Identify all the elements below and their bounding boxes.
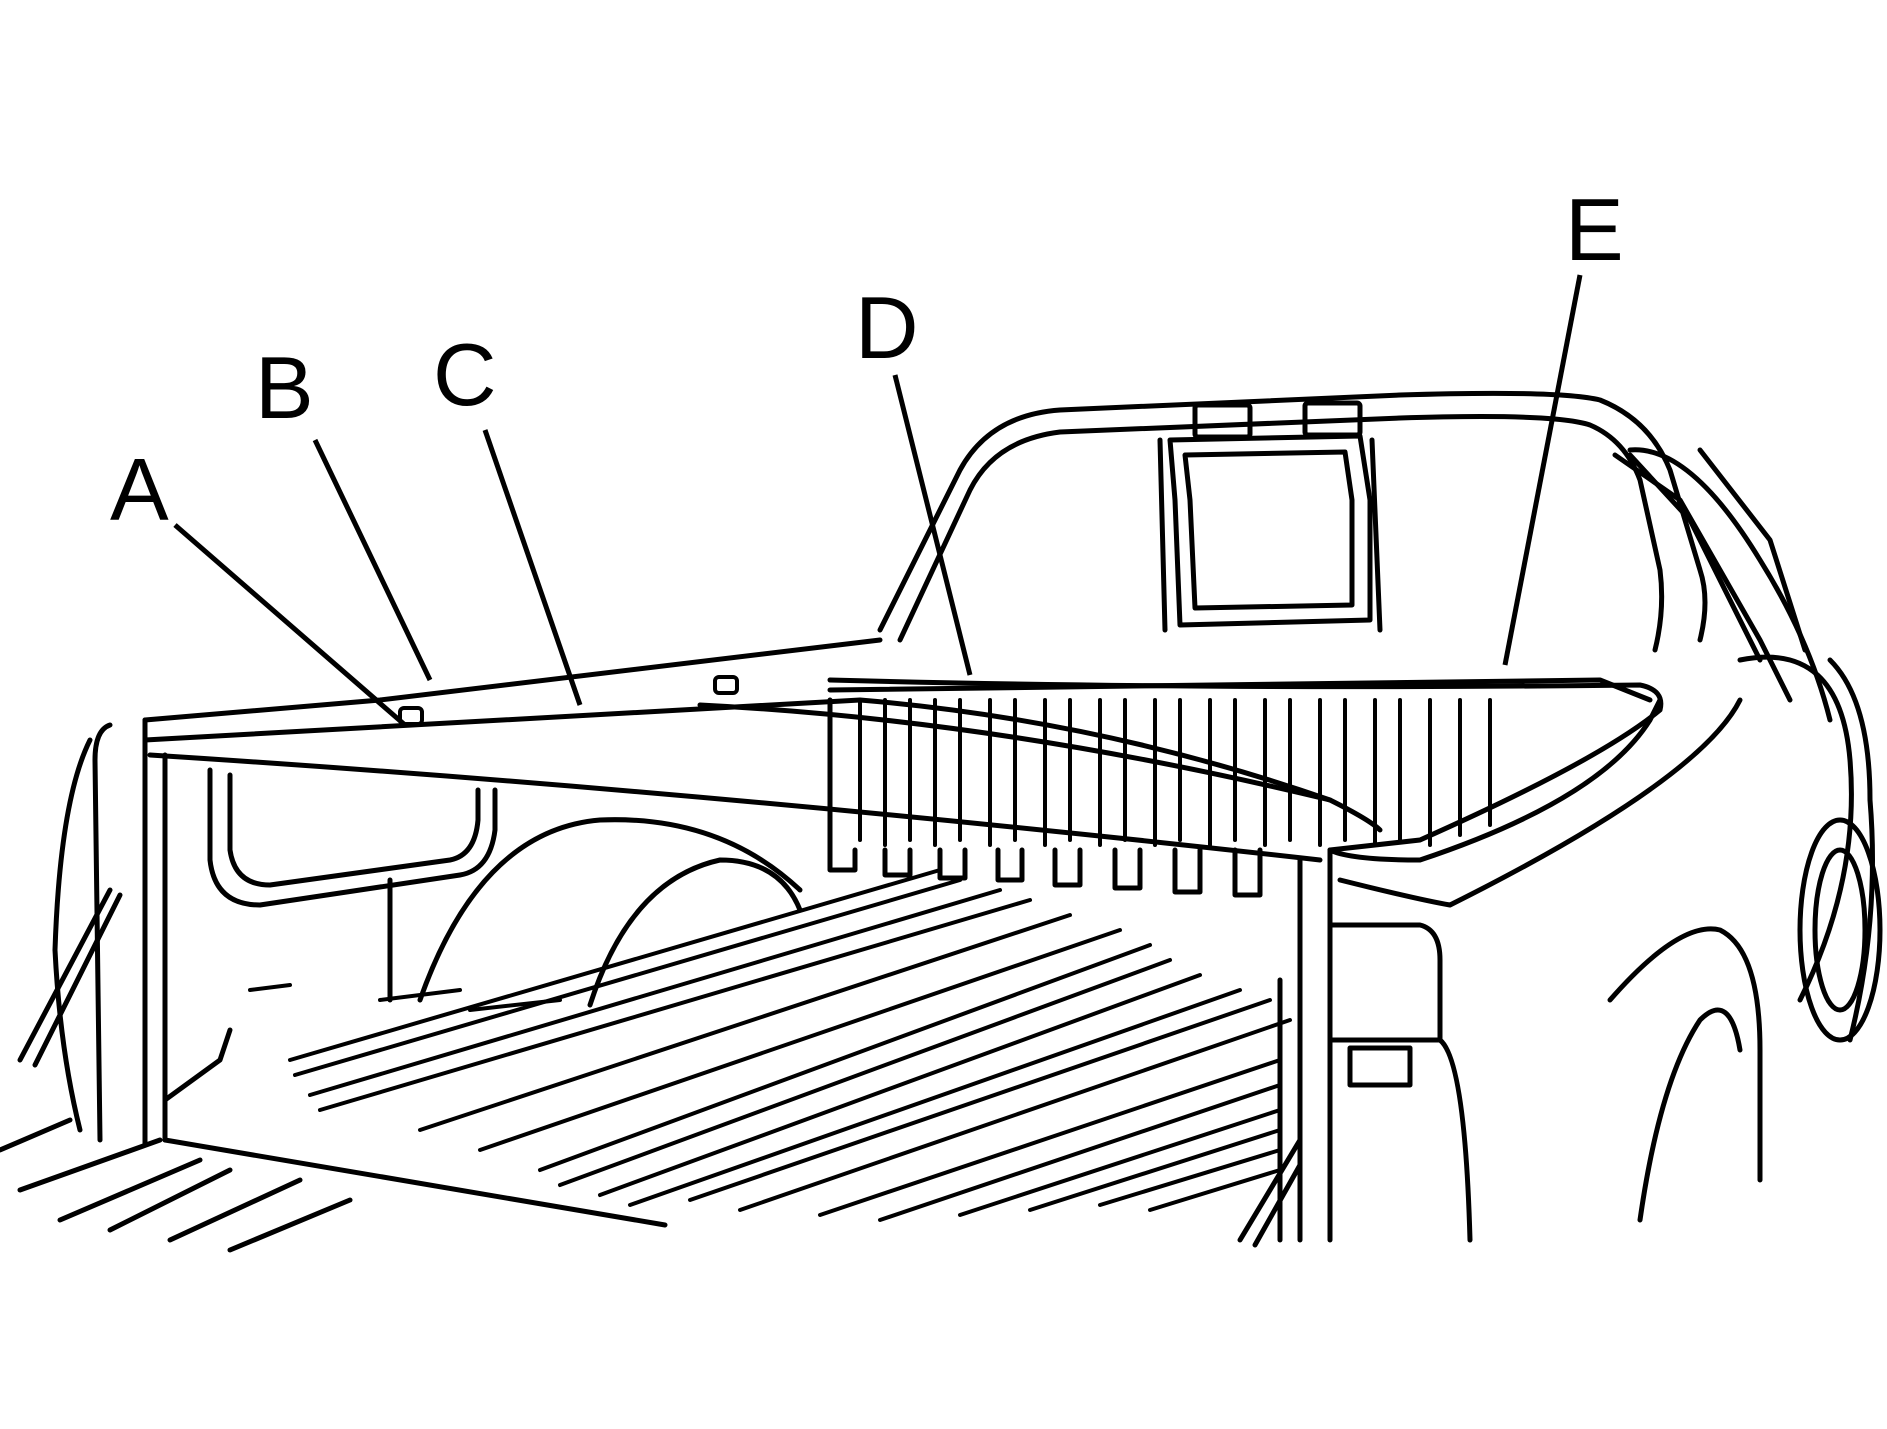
leader-a	[173, 523, 407, 727]
anchor-a-mark	[398, 706, 424, 726]
leader-e	[1502, 274, 1583, 666]
left-bed-side	[92, 637, 1333, 1228]
leader-b	[312, 438, 433, 682]
callout-label-c: C	[433, 325, 497, 424]
callout-label-d: D	[855, 278, 919, 377]
cab-outline	[877, 390, 1883, 1223]
leader-c	[482, 429, 583, 706]
tie-down-anchors	[398, 675, 739, 726]
bed-front-wall	[827, 677, 1653, 898]
leader-d	[892, 374, 973, 676]
callout-label-b: B	[255, 338, 314, 437]
callout-label-e: E	[1565, 180, 1624, 279]
callout-label-a: A	[110, 440, 169, 539]
left-rear-panel	[0, 737, 353, 1253]
right-bed-rail	[697, 677, 1743, 1248]
callout-leaders	[173, 274, 1583, 727]
bed-floor	[248, 868, 1292, 1222]
anchor-d-mark	[713, 675, 739, 695]
